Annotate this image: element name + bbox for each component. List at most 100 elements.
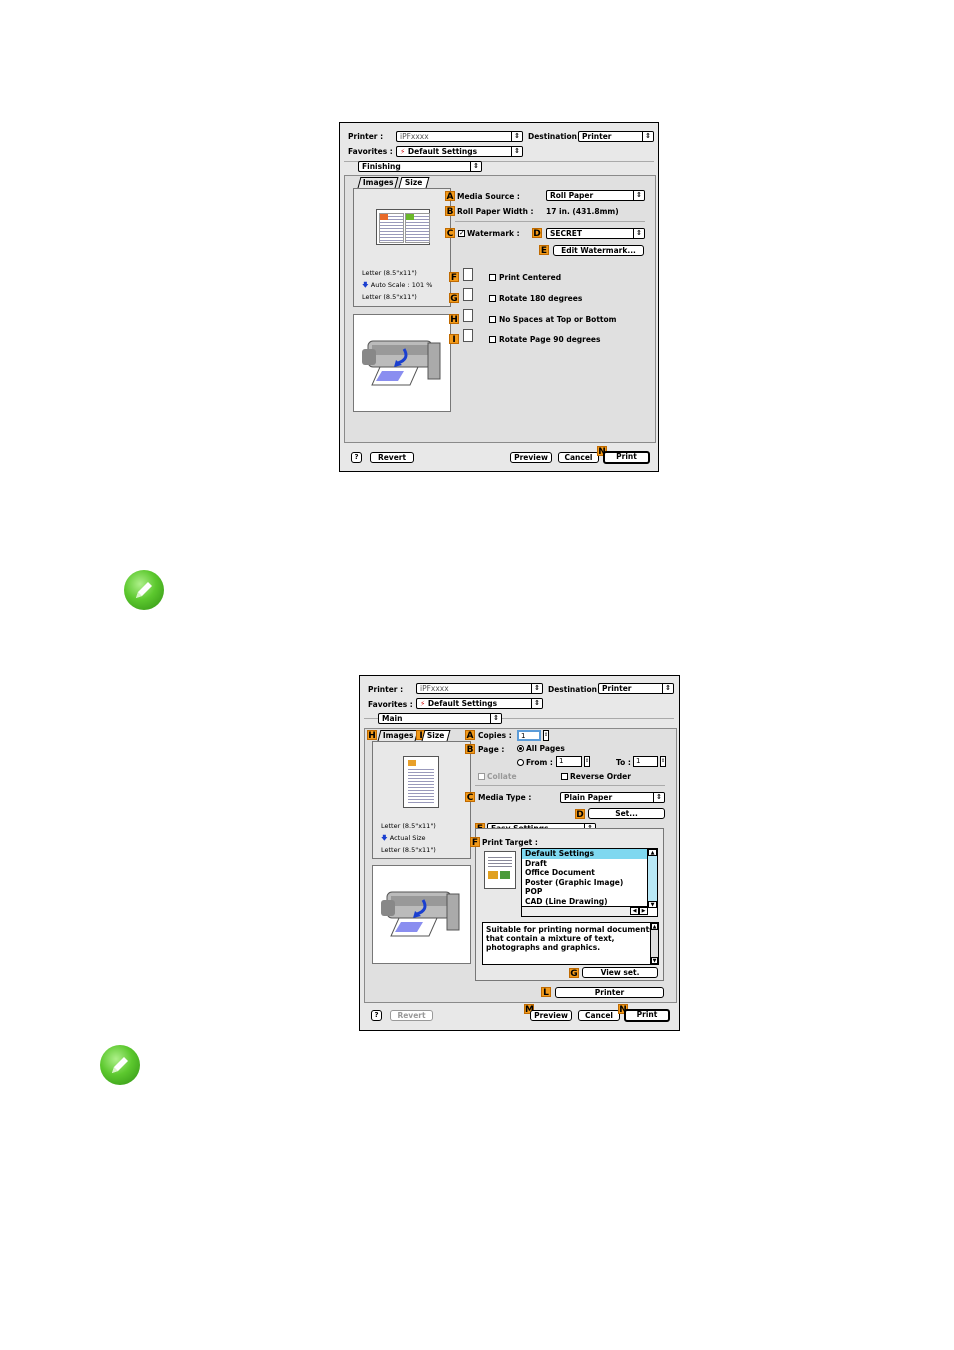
page-lines-icon — [408, 767, 434, 805]
scroll-right-icon[interactable]: ▶ — [639, 907, 648, 915]
list-item[interactable]: CAD (Line Drawing) — [525, 896, 608, 906]
to-stepper[interactable]: ⇕ — [660, 756, 666, 767]
from-stepper[interactable]: ⇕ — [584, 756, 590, 767]
print-centered-icon — [463, 268, 473, 281]
reverse-order-checkbox[interactable] — [561, 773, 568, 780]
print-button[interactable]: Print — [624, 1009, 670, 1022]
popup-arrow-icon: ⇕ — [653, 793, 664, 802]
rotate-180-label: Rotate 180 degrees — [499, 294, 583, 303]
all-pages-radio[interactable] — [517, 745, 524, 752]
printer-popup[interactable]: iPFxxxx⇕ — [396, 131, 523, 142]
callout-g: G — [449, 293, 459, 304]
rotate-90-checkbox[interactable] — [489, 336, 496, 343]
photo-thumb-icon — [406, 214, 414, 220]
panel-popup-value: Main — [382, 714, 403, 723]
scroll-down-icon[interactable]: ▼ — [648, 901, 657, 908]
panel-popup[interactable]: Main⇕ — [378, 713, 502, 724]
no-spaces-checkbox[interactable] — [489, 316, 496, 323]
from-radio[interactable] — [517, 759, 524, 766]
note-icon — [100, 1045, 140, 1085]
popup-arrow-icon: ⇕ — [511, 147, 522, 156]
destination-value: Printer — [582, 132, 612, 141]
description-scrollbar[interactable]: ▲ ▼ — [650, 923, 658, 964]
popup-arrow-icon: ⇕ — [633, 191, 644, 200]
tab-images[interactable]: Images — [377, 730, 419, 741]
description-box: Suitable for printing normal documents t… — [482, 922, 659, 965]
print-button[interactable]: Print — [603, 451, 650, 464]
printer-value: iPFxxxx — [400, 132, 429, 141]
printer-label: Printer : — [368, 685, 404, 694]
preview-button[interactable]: Preview — [530, 1010, 572, 1021]
print-centered-checkbox[interactable] — [489, 274, 496, 281]
layout-preview-panel: Letter (8.5"x11") 🡇 Auto Scale : 101 % L… — [353, 188, 451, 307]
watermark-checkbox[interactable]: ✓ — [458, 229, 465, 237]
print-dialog-main: Printer : iPFxxxx⇕ Destination : Printer… — [359, 675, 680, 1031]
callout-i: I — [449, 334, 459, 345]
rotate-90-icon — [463, 329, 473, 342]
favorites-popup[interactable]: ⚡ Default Settings⇕ — [416, 698, 543, 709]
print-target-thumbnail-icon — [484, 851, 516, 889]
scroll-up-icon[interactable]: ▲ — [651, 923, 658, 930]
scroll-up-icon[interactable]: ▲ — [648, 849, 657, 856]
tab-label: Size — [427, 731, 445, 740]
cancel-button[interactable]: Cancel — [558, 452, 599, 463]
list-item[interactable]: Poster (Graphic Image) — [525, 877, 624, 887]
from-input[interactable]: 1 — [556, 756, 582, 767]
help-icon[interactable]: ? — [371, 1010, 382, 1021]
list-scrollbar[interactable]: ▲ ▼ — [647, 849, 657, 908]
view-set-button[interactable]: View set. — [582, 967, 658, 978]
settings-area: Images Size Letter (8.5"x11") 🡇 Auto Sca… — [344, 175, 656, 443]
favorites-popup[interactable]: ⚡ Default Settings⇕ — [396, 146, 523, 157]
list-item[interactable]: POP — [525, 887, 543, 897]
revert-button[interactable]: Revert — [390, 1010, 433, 1021]
media-source-popup[interactable]: Roll Paper ⇕ — [546, 190, 645, 201]
rotate-180-icon — [463, 288, 473, 301]
cancel-button[interactable]: Cancel — [578, 1010, 620, 1021]
list-item[interactable]: Default Settings — [522, 849, 657, 859]
tab-size[interactable]: Size — [421, 730, 451, 741]
destination-label: Destination : — [548, 685, 603, 694]
reverse-order-label: Reverse Order — [570, 772, 631, 781]
collate-checkbox[interactable] — [478, 773, 485, 780]
to-input[interactable]: 1 — [633, 756, 658, 767]
callout-g: G — [569, 968, 579, 979]
preview-scale: 🡇 Actual Size — [381, 834, 426, 845]
printer-illustration-icon — [362, 340, 441, 386]
scroll-down-icon[interactable]: ▼ — [651, 957, 658, 964]
popup-arrow-icon: ⇕ — [531, 699, 542, 708]
tab-size[interactable]: Size — [398, 177, 430, 188]
scroll-left-icon[interactable]: ◀ — [630, 907, 639, 915]
media-type-popup[interactable]: Plain Paper⇕ — [560, 792, 665, 803]
photo-thumb-icon — [500, 871, 510, 879]
copies-input[interactable]: 1 — [517, 730, 541, 741]
list-item[interactable]: Draft — [525, 858, 547, 868]
panel-popup[interactable]: Finishing⇕ — [358, 161, 482, 172]
help-icon[interactable]: ? — [351, 452, 362, 463]
copies-stepper[interactable]: ⇕ — [543, 730, 549, 741]
watermark-popup[interactable]: SECRET⇕ — [546, 228, 645, 239]
to-label: To : — [616, 758, 631, 767]
preview-button[interactable]: Preview — [510, 452, 552, 463]
favorites-label: Favorites : — [368, 700, 413, 709]
media-source-label: Media Source : — [457, 192, 520, 201]
horizontal-scrollbar[interactable]: ◀ ▶ — [522, 906, 648, 916]
edit-watermark-button[interactable]: Edit Watermark... — [553, 245, 644, 256]
easy-settings-panel: F Print Target : Default Settings Draft … — [470, 828, 664, 981]
list-item[interactable]: Office Document — [525, 868, 595, 878]
from-label: From : — [526, 758, 553, 767]
rotate-180-checkbox[interactable] — [489, 295, 496, 302]
printer-button[interactable]: Printer — [555, 987, 664, 998]
set-button[interactable]: Set... — [588, 808, 665, 819]
photo-thumb-icon — [380, 214, 388, 220]
print-target-list[interactable]: Default Settings Draft Office Document P… — [521, 848, 658, 917]
callout-b: B — [445, 206, 455, 217]
revert-button[interactable]: Revert — [370, 452, 414, 463]
tab-images[interactable]: Images — [357, 177, 399, 188]
popup-arrow-icon: ⇕ — [662, 684, 673, 693]
destination-popup[interactable]: Printer⇕ — [578, 131, 654, 142]
rotate-90-label: Rotate Page 90 degrees — [499, 335, 601, 344]
printer-label: Printer : — [348, 132, 384, 141]
media-source-value: Roll Paper — [550, 191, 594, 200]
printer-popup[interactable]: iPFxxxx⇕ — [416, 683, 543, 694]
destination-popup[interactable]: Printer⇕ — [598, 683, 674, 694]
